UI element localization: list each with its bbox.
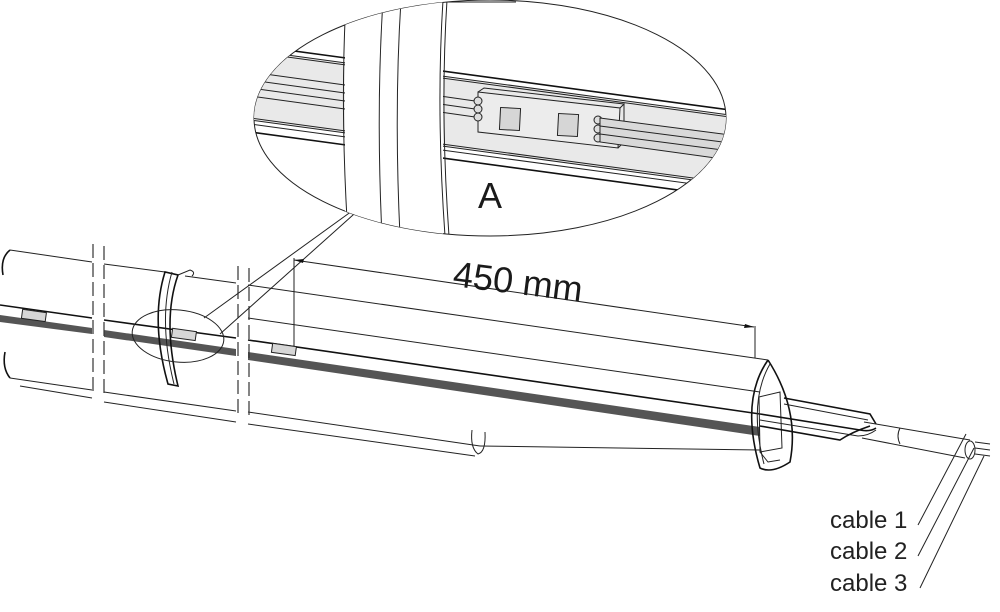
detail-marker bbox=[131, 309, 225, 363]
cable-label-2: cable 2 bbox=[830, 538, 907, 565]
tube-end-face bbox=[750, 359, 794, 471]
cable-labels: cable 1 cable 2 cable 3 bbox=[830, 507, 907, 597]
detail-label-a: A bbox=[478, 175, 502, 216]
led-chips bbox=[20, 308, 298, 357]
end-cap-ring bbox=[157, 269, 195, 388]
dimension-label: 450 mm bbox=[451, 253, 585, 310]
dimension-450mm: 450 mm bbox=[293, 253, 756, 358]
detail-view-a: A bbox=[253, 0, 727, 237]
break-lines bbox=[92, 244, 250, 416]
tube-profile bbox=[0, 249, 769, 457]
cable-label-1: cable 1 bbox=[830, 507, 907, 534]
detail-leader-line bbox=[203, 197, 371, 319]
cable-bundle bbox=[759, 397, 991, 589]
cable-label-3: cable 3 bbox=[830, 570, 907, 597]
